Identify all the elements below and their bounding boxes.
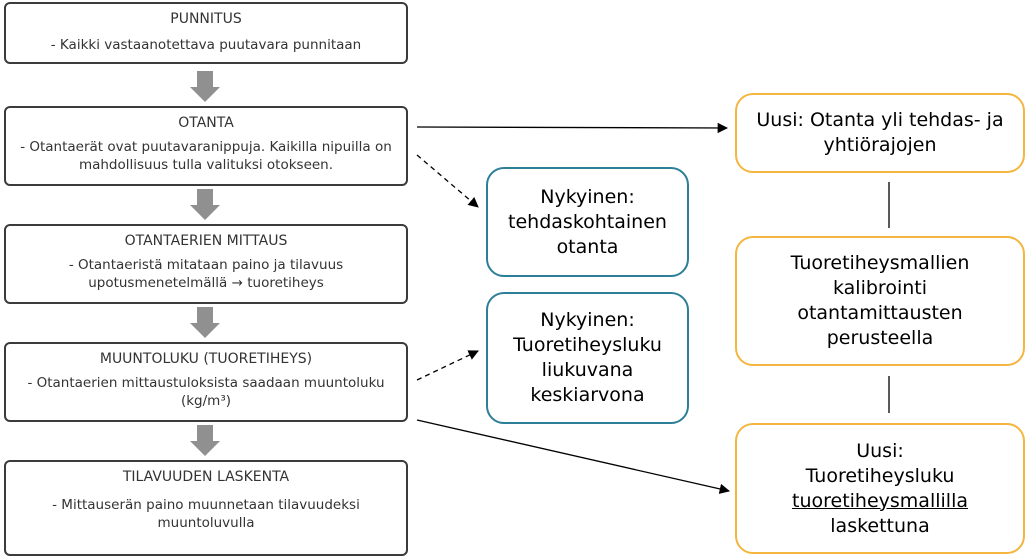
arrow-muuntoluku-to-new: [416, 419, 731, 494]
step-title: OTANTAERIEN MITTAUS: [124, 233, 288, 249]
new-box-line: Uusi:: [856, 439, 904, 462]
step-desc: - Kaikki vastaanotettava puutavara punni…: [50, 37, 362, 53]
current-box-text: Nykyinen: tehdaskohtainen otanta: [508, 185, 667, 258]
current-box-text: Nykyinen: Tuoretiheysluku liukuvana kesk…: [513, 309, 662, 406]
current-box-otanta: Nykyinen: tehdaskohtainen otanta: [486, 167, 689, 277]
step-otanta: OTANTA - Otantaerät ovat puutavaranippuj…: [4, 106, 408, 186]
step-title: TILAVUUDEN LASKENTA: [122, 469, 290, 485]
new-box-line-underlined: tuoretiheysmallilla: [792, 489, 968, 512]
step-desc: - Otantaeristä mitataan paino ja tilavuu…: [68, 257, 344, 291]
down-arrow-1: [190, 71, 220, 102]
new-box-text: Tuoretiheysmallien kalibrointi otantamit…: [790, 252, 970, 349]
down-arrow-2: [190, 189, 220, 220]
step-title: MUUNTOLUKU (TUORETIHEYS): [99, 351, 313, 367]
step-punnitus: PUNNITUS - Kaikki vastaanotettava puutav…: [4, 2, 408, 64]
step-title: PUNNITUS: [170, 11, 242, 27]
new-box-tuoretiheysluku: Uusi: Tuoretiheysluku tuoretiheysmallill…: [735, 423, 1025, 554]
arrow-muuntoluku-to-current: [416, 350, 479, 381]
arrow-otanta-to-current: [416, 154, 479, 208]
new-box-kalibrointi: Tuoretiheysmallien kalibrointi otantamit…: [735, 236, 1025, 366]
new-box-line: laskettuna: [830, 514, 930, 537]
down-arrow-4: [190, 425, 220, 456]
new-box-text: Uusi: Otanta yli tehdas- ja yhtiörajojen: [756, 109, 1004, 156]
step-desc: - Mittauserän paino muunnetaan tilavuude…: [52, 497, 360, 531]
new-box-text-group: Uusi: Tuoretiheysluku tuoretiheysmallill…: [792, 439, 968, 539]
arrow-otanta-to-new: [416, 122, 729, 134]
current-box-tuoretiheysluku: Nykyinen: Tuoretiheysluku liukuvana kesk…: [486, 292, 689, 424]
new-box-line: Tuoretiheysluku: [805, 464, 955, 487]
step-title: OTANTA: [178, 115, 234, 131]
step-muuntoluku: MUUNTOLUKU (TUORETIHEYS) - Otantaerien m…: [4, 342, 408, 422]
step-desc: - Otantaerien mittaustuloksista saadaan …: [27, 375, 385, 409]
step-tilavuuden-laskenta: TILAVUUDEN LASKENTA - Mittauserän paino …: [4, 460, 408, 556]
step-desc: - Otantaerät ovat puutavaranippuja. Kaik…: [20, 139, 392, 173]
down-arrow-3: [190, 307, 220, 338]
step-otantaerien-mittaus: OTANTAERIEN MITTAUS - Otantaeristä mitat…: [4, 224, 408, 304]
new-box-otanta: Uusi: Otanta yli tehdas- ja yhtiörajojen: [735, 93, 1025, 173]
